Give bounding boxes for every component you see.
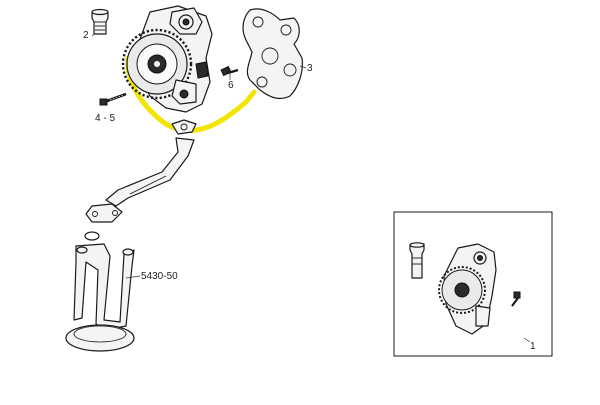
oil-pump-assembly[interactable] [121, 5, 213, 113]
callout-6: 6 [228, 80, 234, 91]
flange-gasket[interactable] [171, 119, 197, 135]
inset-bolt[interactable] [511, 291, 521, 307]
callout-1: 1 [530, 341, 536, 352]
callout-4-5: 4 - 5 [95, 113, 115, 124]
callout-3: 3 [307, 63, 313, 74]
callout-2: 2 [83, 30, 89, 41]
oil-strainer-pickup[interactable] [65, 243, 135, 352]
bolt-part-4-5[interactable] [99, 92, 127, 106]
filter-cap-part[interactable] [91, 8, 109, 35]
gasket-plate-part[interactable] [242, 8, 303, 100]
inset-filter-cap[interactable] [409, 242, 425, 279]
bolt-part-6[interactable] [220, 65, 239, 77]
callout-ref: 5430-50 [141, 271, 178, 282]
inset-oil-pump[interactable] [438, 243, 497, 335]
inset-panel: 1 [393, 211, 553, 357]
suction-pipe[interactable] [85, 137, 195, 223]
o-ring-part[interactable] [84, 231, 100, 241]
